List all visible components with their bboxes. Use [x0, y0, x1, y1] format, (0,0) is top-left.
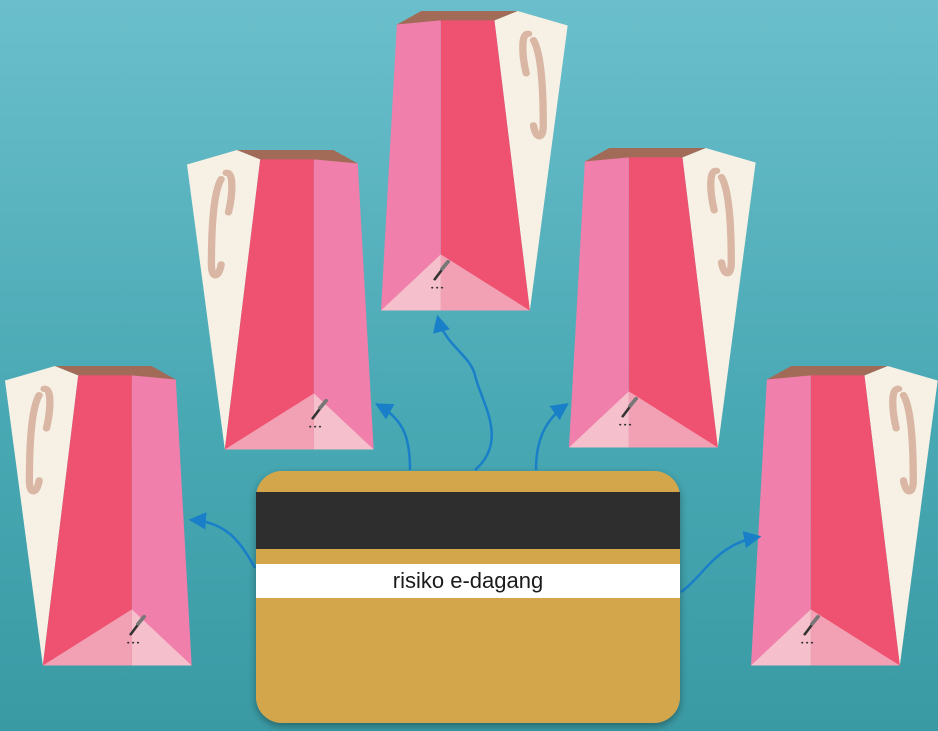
- card-label: risiko e-dagang: [256, 564, 680, 598]
- arrow-to-bag-2: [378, 405, 410, 470]
- magnetic-stripe: [256, 492, 680, 549]
- arrow-to-bag-3: [438, 318, 492, 470]
- shopping-bag-5: [751, 366, 938, 666]
- arrow-to-bag-1: [192, 520, 255, 568]
- arrow-to-bag-4: [536, 405, 566, 470]
- shopping-bag-3: [381, 11, 568, 311]
- arrow-to-bag-5: [681, 537, 758, 592]
- shopping-bag-2: [187, 150, 374, 450]
- shopping-bag-4: [569, 148, 756, 448]
- shopping-bag-1: [5, 366, 192, 666]
